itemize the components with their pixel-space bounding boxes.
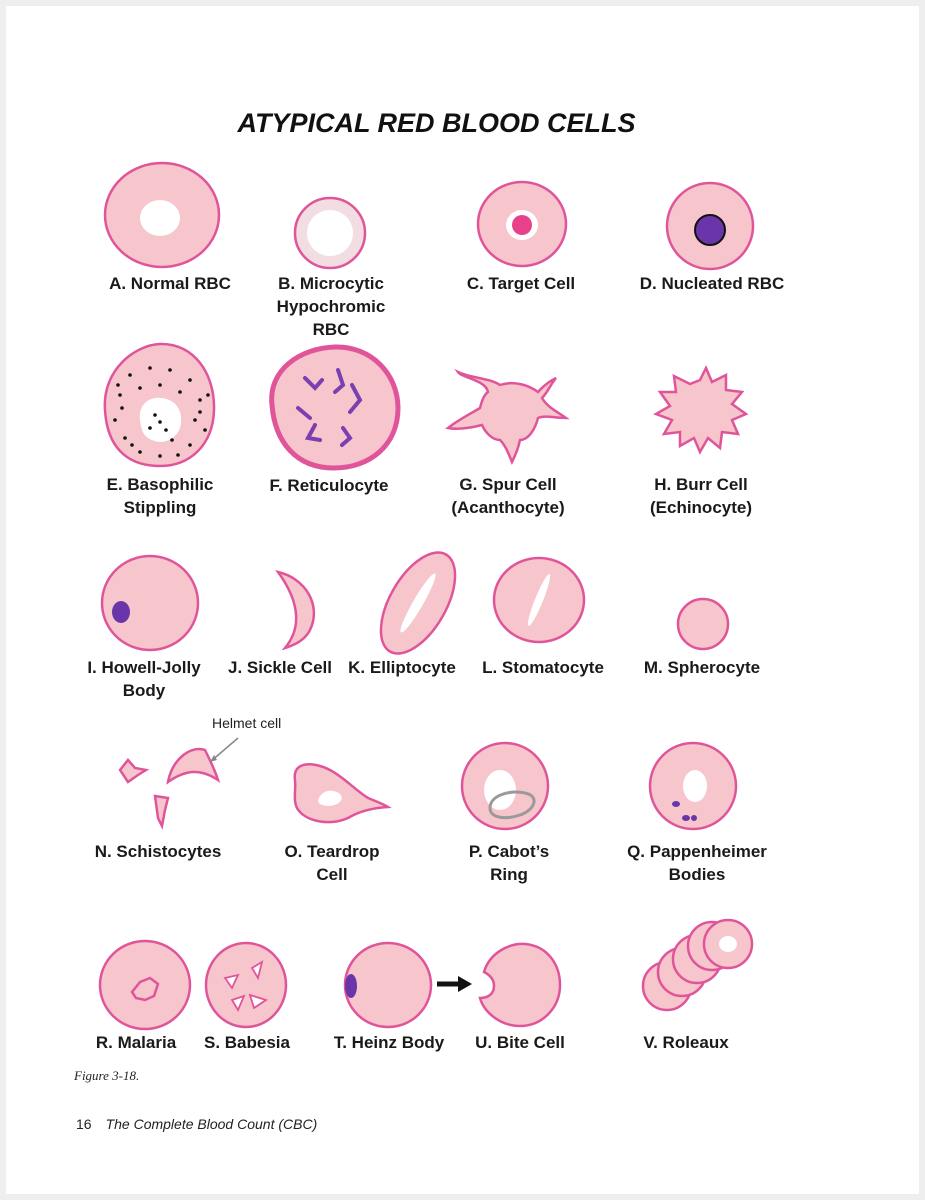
label-microcytic-line3: RBC bbox=[312, 320, 350, 339]
label-burr-line2: (Echinocyte) bbox=[649, 498, 753, 517]
label-burr-line1: H. Burr Cell bbox=[654, 475, 748, 494]
elliptocyte-cell bbox=[379, 551, 457, 655]
reticulocyte-cell bbox=[269, 344, 401, 471]
spur-cell bbox=[445, 368, 570, 466]
babesia-cell bbox=[204, 941, 288, 1029]
label-stomatocyte: L. Stomatocyte bbox=[482, 658, 604, 677]
page-number: 16 bbox=[76, 1116, 92, 1132]
label-malaria: R. Malaria bbox=[95, 1033, 177, 1052]
label-schistocytes: N. Schistocytes bbox=[94, 842, 222, 861]
label-sickle-cell: J. Sickle Cell bbox=[228, 658, 332, 677]
basophilic-stippling-cell bbox=[103, 342, 216, 468]
microcytic-hypochromic-cell bbox=[293, 196, 367, 270]
target-cell bbox=[476, 180, 568, 268]
bite-cell bbox=[478, 942, 562, 1028]
label-cabots-line2: Ring bbox=[490, 865, 528, 884]
label-normal-rbc: A. Normal RBC bbox=[109, 274, 231, 293]
label-reticulocyte: F. Reticulocyte bbox=[269, 476, 389, 495]
malaria-cell bbox=[98, 939, 192, 1031]
label-howell-jolly-line2: Body bbox=[122, 681, 166, 700]
figure-caption: Figure 3-18. bbox=[74, 1068, 140, 1083]
label-spur-line2: (Acanthocyte) bbox=[451, 498, 565, 517]
spherocyte-cell bbox=[676, 597, 730, 651]
label-babesia: S. Babesia bbox=[204, 1033, 290, 1052]
howell-jolly-cell bbox=[100, 554, 200, 652]
label-pappenheimer-line1: Q. Pappenheimer bbox=[627, 842, 767, 861]
nucleated-rbc-cell bbox=[665, 181, 755, 271]
label-pappenheimer-line2: Bodies bbox=[668, 865, 726, 884]
schistocytes bbox=[118, 747, 221, 830]
sickle-cell bbox=[275, 570, 316, 651]
burr-cell bbox=[653, 365, 749, 455]
pappenheimer-bodies-cell bbox=[648, 741, 738, 831]
label-spherocyte: M. Spherocyte bbox=[643, 658, 761, 677]
label-elliptocyte: K. Elliptocyte bbox=[348, 658, 456, 677]
label-target-cell: C. Target Cell bbox=[466, 274, 576, 293]
footer-text: The Complete Blood Count (CBC) bbox=[105, 1116, 318, 1132]
label-cabots-line1: P. Cabot’s bbox=[468, 842, 550, 861]
label-spur-line1: G. Spur Cell bbox=[459, 475, 557, 494]
teardrop-cell bbox=[293, 763, 392, 824]
heinz-body-cell bbox=[343, 941, 433, 1029]
label-howell-jolly-line1: I. Howell-Jolly bbox=[87, 658, 201, 677]
stomatocyte-cell bbox=[492, 556, 586, 644]
label-teardrop-line2: Cell bbox=[316, 865, 348, 884]
helmet-pointer-arrow bbox=[209, 737, 239, 763]
label-heinz-body: T. Heinz Body bbox=[333, 1033, 445, 1052]
page-footer: 16 The Complete Blood Count (CBC) bbox=[76, 1116, 317, 1132]
label-basophilic-line2: Stippling bbox=[123, 498, 197, 517]
label-teardrop-line1: O. Teardrop bbox=[284, 842, 380, 861]
label-bite-cell: U. Bite Cell bbox=[475, 1033, 565, 1052]
helmet-cell-annotation: Helmet cell bbox=[212, 715, 282, 731]
roleaux-cells bbox=[641, 918, 754, 1012]
black-arrow bbox=[437, 976, 472, 992]
cabots-ring-cell bbox=[460, 741, 550, 831]
label-microcytic-line1: B. Microcytic bbox=[278, 274, 384, 293]
label-nucleated-rbc: D. Nucleated RBC bbox=[639, 274, 785, 293]
normal-rbc-cell bbox=[103, 161, 221, 269]
label-microcytic-line2: Hypochromic bbox=[276, 297, 386, 316]
label-basophilic-line1: E. Basophilic bbox=[106, 475, 214, 494]
label-roleaux: V. Roleaux bbox=[643, 1033, 729, 1052]
figure-title: ATYPICAL RED BLOOD CELLS bbox=[237, 108, 636, 138]
